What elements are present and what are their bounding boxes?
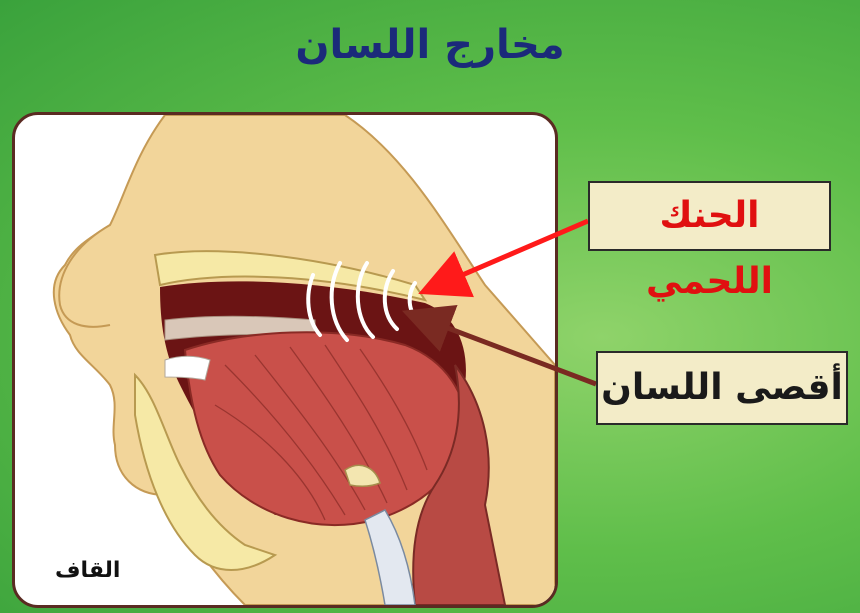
soft-palate-label: الحنك اللحمي (588, 181, 831, 251)
mouth-cross-section-illustration (15, 115, 555, 605)
caption-letter: القاف (55, 558, 120, 583)
mouth-diagram-panel: القاف (12, 112, 558, 608)
nose (59, 225, 110, 327)
slide-title: مخارج اللسان (0, 22, 860, 68)
lower-teeth (165, 356, 210, 380)
back-of-tongue-label: أقصى اللسان (596, 351, 848, 425)
